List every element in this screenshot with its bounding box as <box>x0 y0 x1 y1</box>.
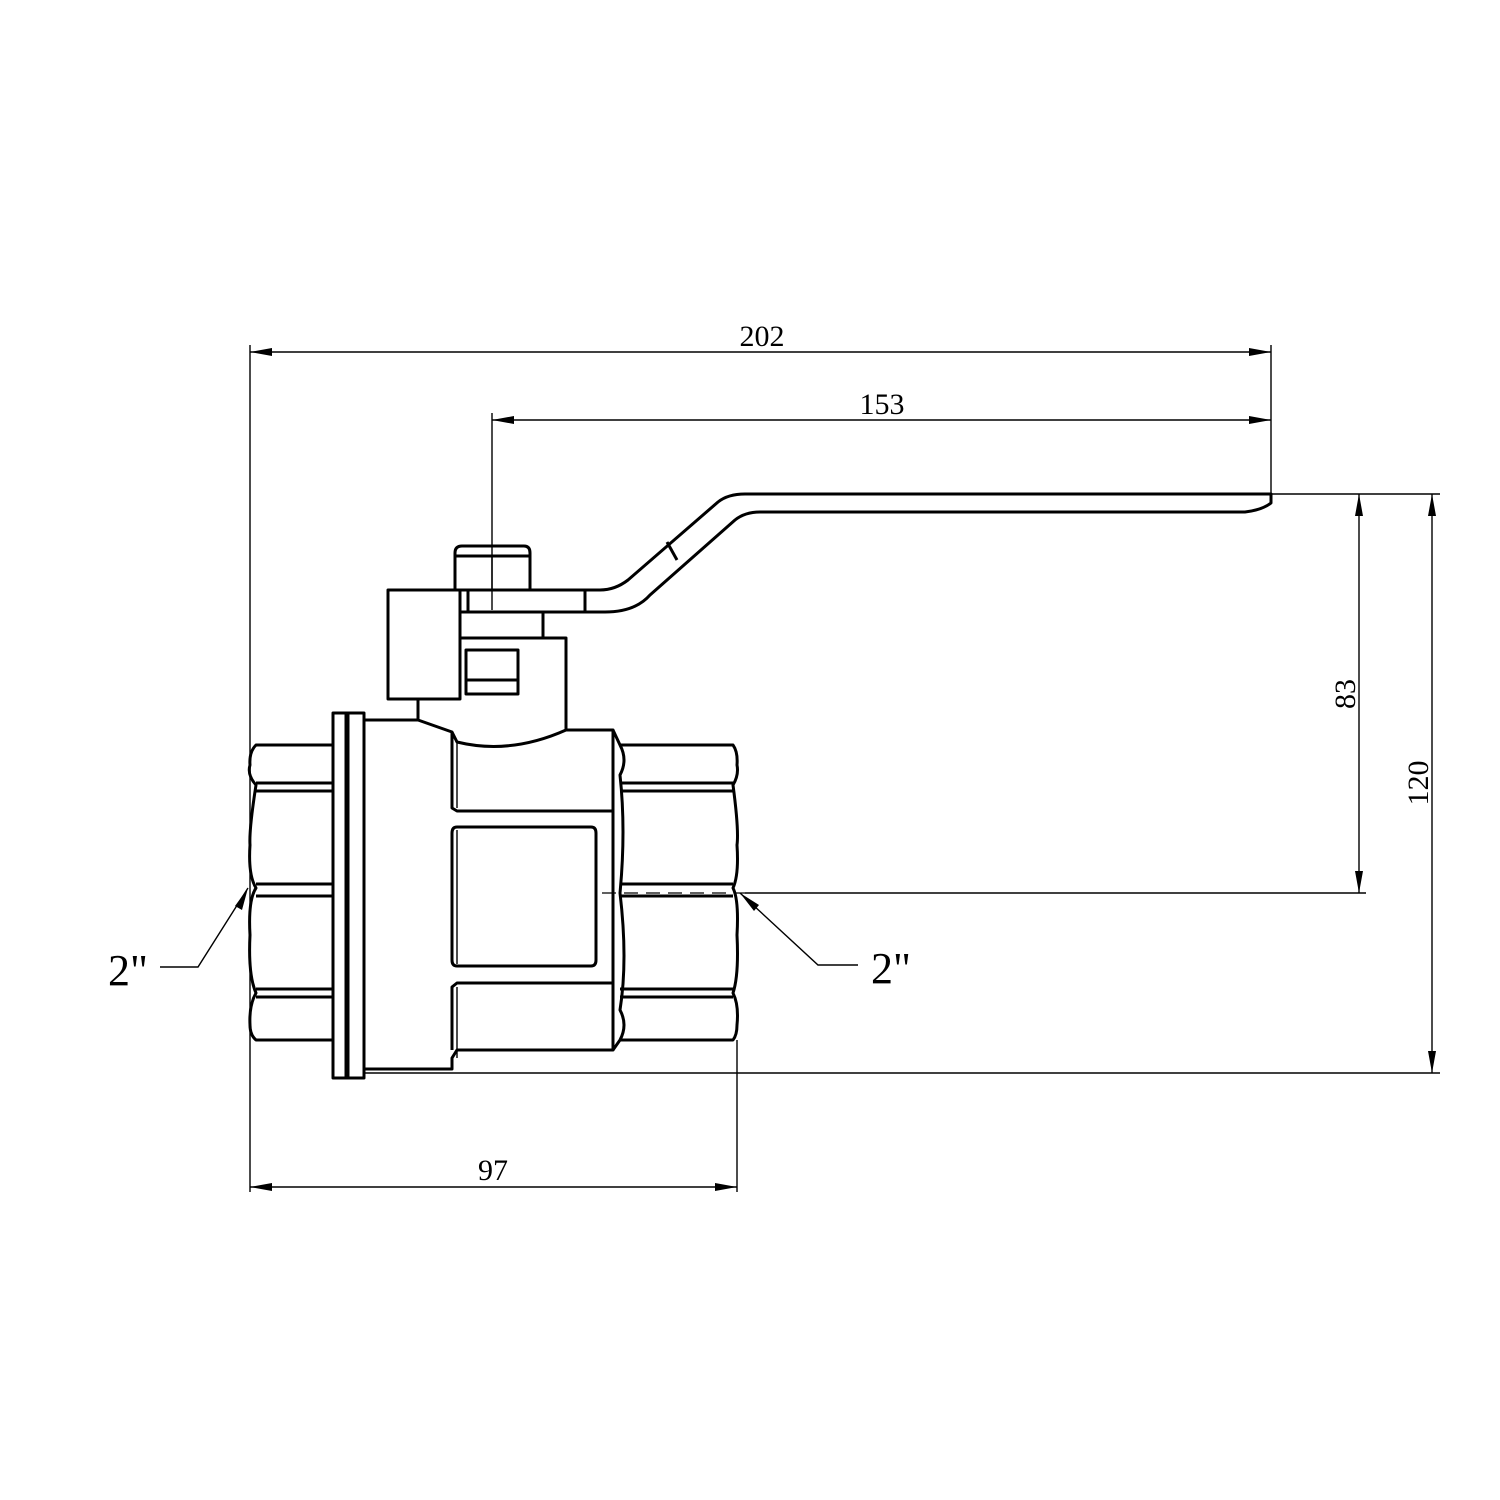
dimension-120 <box>1428 494 1436 1073</box>
thread-label-left: 2" <box>108 946 148 995</box>
dimension-label-97: 97 <box>478 1154 508 1187</box>
stop-block <box>386 588 462 701</box>
dimension-label-202: 202 <box>740 320 785 353</box>
dimension-153 <box>492 416 1271 424</box>
dimension-label-83: 83 <box>1329 679 1362 709</box>
stem-window <box>464 648 520 696</box>
union-flange <box>331 711 366 1080</box>
body-center <box>362 718 615 1071</box>
dimension-97 <box>250 1183 737 1191</box>
valve-body <box>247 711 739 1080</box>
dimension-label-120: 120 <box>1402 761 1435 806</box>
left-hex-end <box>247 743 333 1042</box>
thread-label-right: 2" <box>871 944 911 993</box>
dimension-202 <box>250 348 1271 356</box>
dimension-83 <box>1355 494 1363 893</box>
extension-lines <box>249 345 1440 1192</box>
dimension-label-153: 153 <box>860 388 905 421</box>
stem-assembly <box>386 544 568 730</box>
right-hex-end <box>611 729 739 1051</box>
stem-nut <box>453 544 532 590</box>
right-thread-leader <box>739 892 858 966</box>
lever-handle <box>460 492 1273 614</box>
left-thread-leader <box>160 887 249 968</box>
